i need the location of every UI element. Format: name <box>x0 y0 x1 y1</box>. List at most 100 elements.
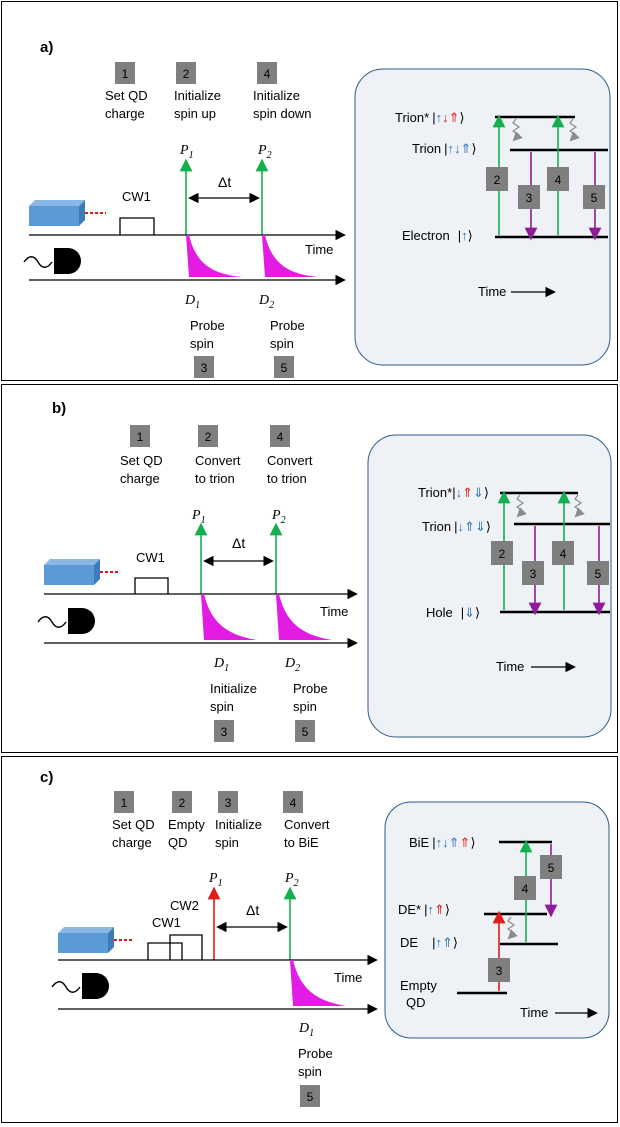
svg-text:charge: charge <box>105 106 145 121</box>
svg-text:4: 4 <box>555 173 562 187</box>
detection-d1 <box>201 594 257 640</box>
pulse-p1-label: P1 <box>179 143 194 161</box>
step-1: 1 Set QD charge <box>112 791 155 850</box>
probe-step-3: Probe spin 3 <box>190 318 225 378</box>
relaxation-arrow <box>506 916 518 940</box>
level-empty-qd-label-2: QD <box>406 995 426 1010</box>
panel-c: c) 1 Set QD charge 2 Empty QD 3 Initiali… <box>1 756 618 1123</box>
transition-5-box: 5 <box>540 855 562 879</box>
transition-5-box: 5 <box>587 561 609 585</box>
svg-text:Initialize: Initialize <box>210 681 257 696</box>
panel-a-diagram: a) 1 Set QD charge 2 Initialize spin up … <box>23 39 611 378</box>
level-trion-label: Trion|↑↓⇑⟩ <box>412 141 477 156</box>
step-4: 4 Convert to trion <box>267 425 313 486</box>
d1-label: D1 <box>184 293 200 311</box>
step-3: 3 Initialize spin <box>215 791 262 850</box>
cw1-pulse <box>147 942 183 960</box>
svg-text:3: 3 <box>225 796 232 810</box>
svg-text:3: 3 <box>201 361 208 375</box>
svg-text:spin: spin <box>298 1064 322 1079</box>
step-1: 1 Set QD charge <box>120 425 163 486</box>
pulse-p2-label: P2 <box>257 143 272 161</box>
detection-d1 <box>290 960 346 1006</box>
svg-text:Set QD: Set QD <box>120 453 163 468</box>
detection-d2 <box>262 235 318 277</box>
time-axis-label: Time <box>305 242 333 257</box>
cw2-pulse <box>169 934 203 960</box>
svg-text:4: 4 <box>560 547 567 561</box>
detector-icon <box>37 608 95 634</box>
svg-text:Probe: Probe <box>293 681 328 696</box>
svg-text:charge: charge <box>112 835 152 850</box>
svg-text:4: 4 <box>290 796 297 810</box>
delta-t-label: Δt <box>218 174 231 190</box>
panel-label: a) <box>40 39 53 56</box>
svg-text:QD: QD <box>168 835 188 850</box>
relaxation-arrow-2 <box>573 494 585 518</box>
panel-b-diagram: b) 1 Set QD charge 2 Convert to trion 4 … <box>37 400 612 742</box>
svg-text:Initialize: Initialize <box>253 88 300 103</box>
panel-a: a) 1 Set QD charge 2 Initialize spin up … <box>1 1 618 381</box>
svg-text:4: 4 <box>522 882 529 896</box>
cw2-label: CW2 <box>170 898 199 913</box>
level-trion-star-label: Trion*|↑↓⇑⟩ <box>395 110 465 125</box>
svg-text:spin: spin <box>190 336 214 351</box>
relaxation-arrow-1 <box>511 118 523 142</box>
svg-text:5: 5 <box>281 361 288 375</box>
level-hole-label: Hole|⇓⟩ <box>426 605 480 620</box>
pulse-p2-label: P2 <box>284 871 299 889</box>
step-1: 1 Set QD charge <box>105 62 148 121</box>
detector-icon <box>23 248 81 274</box>
svg-text:Set QD: Set QD <box>105 88 148 103</box>
svg-text:Convert: Convert <box>195 453 241 468</box>
delta-t-label: Δt <box>232 535 245 551</box>
level-bie-label: BiE|↑↓⇑⇑⟩ <box>409 835 476 850</box>
svg-text:spin: spin <box>215 835 239 850</box>
pulse-p1-label: P1 <box>191 508 206 526</box>
transition-3-box: 3 <box>518 185 540 209</box>
level-trion-star-label: Trion*|↓⇑⇓⟩ <box>418 485 489 500</box>
panel-b: b) 1 Set QD charge 2 Convert to trion 4 … <box>1 384 618 753</box>
step-2: 2 Empty QD <box>168 791 205 850</box>
transition-2-box: 2 <box>491 541 513 565</box>
transition-3-box: 3 <box>522 561 544 585</box>
step-4: 4 Initialize spin down <box>253 62 312 121</box>
svg-text:Convert: Convert <box>284 817 330 832</box>
init-step-3: Initialize spin 3 <box>210 681 257 742</box>
cw1-pulse <box>134 577 169 594</box>
detection-d2 <box>276 594 332 640</box>
svg-text:spin: spin <box>293 699 317 714</box>
svg-text:spin down: spin down <box>253 106 312 121</box>
level-diagram-box <box>354 68 611 366</box>
transition-2-box: 2 <box>486 167 508 191</box>
svg-text:3: 3 <box>526 191 533 205</box>
svg-text:Probe: Probe <box>190 318 225 333</box>
level-electron-label: Electron|↑⟩ <box>402 228 473 243</box>
transition-3-box: 3 <box>488 958 510 982</box>
svg-text:Probe: Probe <box>298 1046 333 1061</box>
cw1-pulse <box>119 217 155 235</box>
level-empty-qd-label: Empty <box>400 978 437 993</box>
svg-text:1: 1 <box>121 796 128 810</box>
probe-step-5: Probe spin 5 <box>298 1046 333 1107</box>
step-2: 2 Convert to trion <box>195 425 241 486</box>
level-trion-label: Trion|↓⇑⇓⟩ <box>422 519 491 534</box>
svg-text:1: 1 <box>137 430 144 444</box>
cw1-label: CW1 <box>136 550 165 565</box>
laser-icon <box>29 200 106 226</box>
svg-text:Probe: Probe <box>270 318 305 333</box>
svg-text:2: 2 <box>179 796 186 810</box>
panel-c-diagram: c) 1 Set QD charge 2 Empty QD 3 Initiali… <box>40 769 610 1107</box>
svg-text:to BiE: to BiE <box>284 835 319 850</box>
transition-4-box: 4 <box>547 167 569 191</box>
svg-text:Initialize: Initialize <box>215 817 262 832</box>
laser-icon <box>58 927 134 953</box>
svg-text:2: 2 <box>183 67 190 81</box>
svg-text:Empty: Empty <box>168 817 205 832</box>
transition-4-box: 4 <box>514 876 536 900</box>
level-de-label: DE|↑⇑⟩ <box>400 935 458 950</box>
level-time-label: Time <box>520 1005 548 1020</box>
step-4: 4 Convert to BiE <box>283 791 330 850</box>
transition-4-box: 4 <box>552 541 574 565</box>
cw1-label: CW1 <box>122 189 151 204</box>
